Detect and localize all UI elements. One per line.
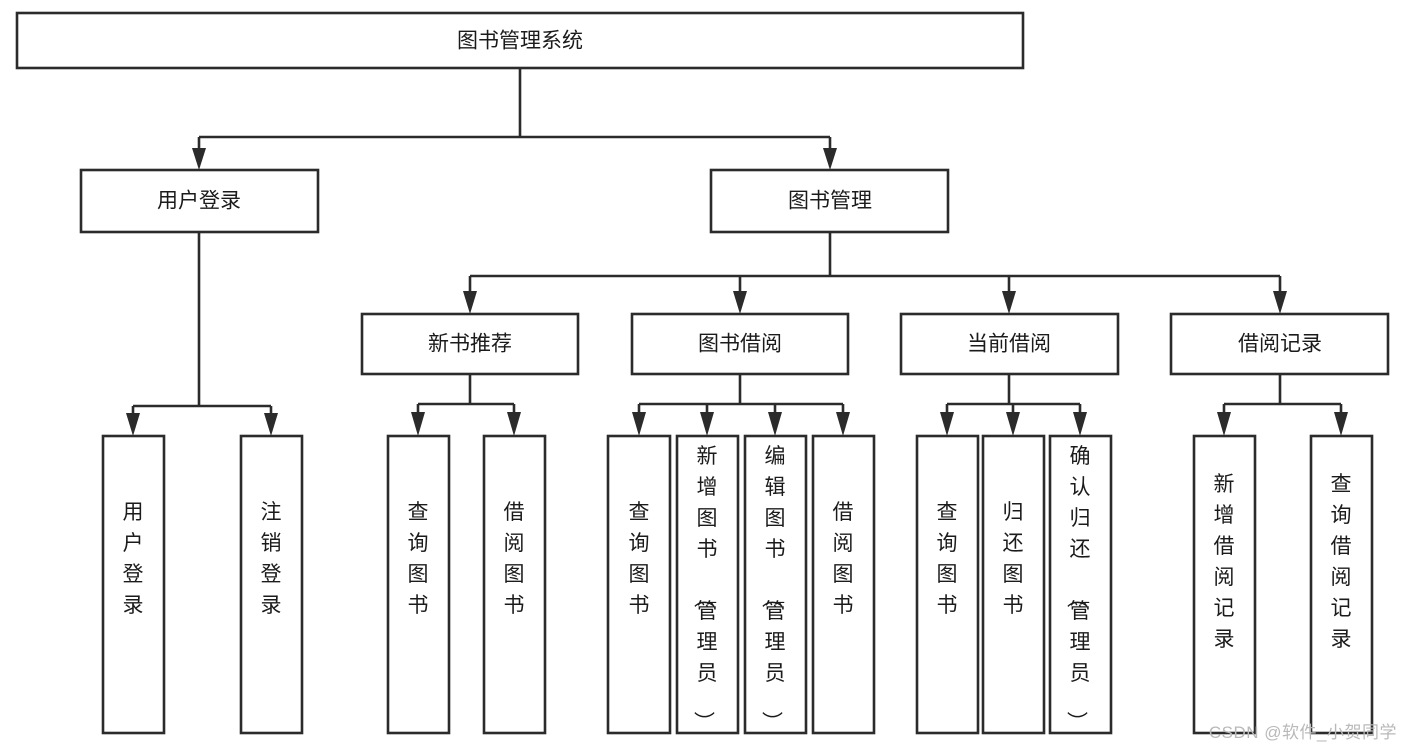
node-leaf-query-book-3-box[interactable]: [915, 434, 980, 735]
node-book-borrow-box[interactable]: [630, 312, 850, 376]
node-leaf-borrow-book-1-box[interactable]: [482, 434, 547, 735]
arrow-to-leaf-query-book-3: [940, 412, 954, 436]
arrow-to-leaf-edit-book-admin: [768, 412, 782, 436]
node-leaf-confirm-return-admin[interactable]: 确认归还（管理员）: [1048, 434, 1113, 735]
node-leaf-logout-login[interactable]: 注销登录: [239, 434, 304, 735]
node-leaf-edit-book-admin-label: 编辑图书（管理员）: [760, 445, 786, 732]
node-leaf-query-book-1[interactable]: 查询图书: [386, 434, 451, 735]
arrow-to-user-login: [192, 148, 206, 170]
node-book-admin[interactable]: 图书管理: [709, 168, 950, 234]
arrow-to-leaf-query-book-1: [411, 412, 425, 436]
node-new-book-rec[interactable]: 新书推荐: [360, 312, 580, 376]
arrow-to-leaf-confirm-return: [1073, 412, 1087, 436]
arrow-to-leaf-query-book-2: [632, 412, 646, 436]
node-leaf-query-book-2[interactable]: 查询图书: [606, 434, 672, 735]
node-user-login-box[interactable]: [79, 168, 320, 234]
arrow-to-book-borrow: [733, 291, 747, 314]
arrow-to-leaf-user-login: [126, 413, 140, 436]
node-current-borrow-label: 当前借阅: [967, 333, 1051, 356]
arrow-to-leaf-logout-login: [264, 413, 278, 436]
arrow-to-borrow-record: [1273, 291, 1287, 314]
arrow-to-leaf-borrow-book-2: [836, 412, 850, 436]
node-user-login[interactable]: 用户登录: [79, 168, 320, 234]
node-leaf-confirm-return-admin-label: 确认归还（管理员）: [1065, 445, 1091, 732]
node-root[interactable]: 图书管理系统: [15, 11, 1025, 70]
node-current-borrow-box[interactable]: [899, 312, 1120, 376]
node-leaf-borrow-book-2-label: 借阅图书: [833, 501, 854, 617]
node-leaf-user-login[interactable]: 用户登录: [101, 434, 166, 735]
node-leaf-add-borrow-record-box[interactable]: [1192, 434, 1257, 735]
node-leaf-borrow-book-1-label: 借阅图书: [504, 501, 525, 617]
node-leaf-query-book-3[interactable]: 查询图书: [915, 434, 980, 735]
arrow-to-new-book-rec: [463, 291, 477, 314]
arrow-to-book-admin: [823, 148, 837, 170]
node-root-label: 图书管理系统: [457, 30, 583, 53]
arrow-to-leaf-add-borrow-record: [1217, 412, 1231, 436]
arrow-to-leaf-borrow-book-1: [507, 412, 521, 436]
node-leaf-add-book-admin-label: 新增图书（管理员）: [692, 445, 718, 732]
node-leaf-add-borrow-record-label: 新增借阅记录: [1214, 473, 1235, 651]
arrow-to-leaf-return-book: [1006, 412, 1020, 436]
node-leaf-edit-book-admin[interactable]: 编辑图书（管理员）: [743, 434, 808, 735]
node-leaf-query-book-1-label: 查询图书: [408, 501, 429, 617]
node-new-book-rec-box[interactable]: [360, 312, 580, 376]
node-leaf-add-book-admin[interactable]: 新增图书（管理员）: [675, 434, 740, 735]
node-leaf-query-borrow-record-box[interactable]: [1309, 434, 1374, 735]
node-leaf-logout-login-label: 注销登录: [261, 501, 282, 617]
node-leaf-query-book-2-box[interactable]: [606, 434, 672, 735]
node-book-borrow-label: 图书借阅: [698, 333, 782, 356]
node-borrow-record-box[interactable]: [1169, 312, 1390, 376]
node-leaf-query-book-3-label: 查询图书: [937, 501, 958, 617]
connector-layer: [126, 68, 1348, 436]
node-leaf-return-book-box[interactable]: [981, 434, 1046, 735]
node-leaf-edit-book-admin-box[interactable]: [743, 434, 808, 735]
node-leaf-borrow-book-2-box[interactable]: [811, 434, 876, 735]
node-leaf-borrow-book-2[interactable]: 借阅图书: [811, 434, 876, 735]
node-book-admin-box[interactable]: [709, 168, 950, 234]
node-borrow-record-label: 借阅记录: [1238, 333, 1322, 356]
arrow-to-leaf-query-borrow-record: [1334, 412, 1348, 436]
node-leaf-query-book-1-box[interactable]: [386, 434, 451, 735]
node-leaf-user-login-box[interactable]: [101, 434, 166, 735]
node-borrow-record[interactable]: 借阅记录: [1169, 312, 1390, 376]
node-leaf-user-login-label: 用户登录: [123, 501, 144, 617]
node-leaf-return-book-label: 归还图书: [1003, 501, 1024, 617]
node-leaf-logout-login-box[interactable]: [239, 434, 304, 735]
node-book-borrow[interactable]: 图书借阅: [630, 312, 850, 376]
node-leaf-query-book-2-label: 查询图书: [629, 501, 650, 617]
node-current-borrow[interactable]: 当前借阅: [899, 312, 1120, 376]
node-new-book-rec-label: 新书推荐: [428, 333, 512, 356]
node-leaf-add-book-admin-box[interactable]: [675, 434, 740, 735]
arrow-to-leaf-add-book-admin: [700, 412, 714, 436]
node-leaf-add-borrow-record[interactable]: 新增借阅记录: [1192, 434, 1257, 735]
node-leaf-borrow-book-1[interactable]: 借阅图书: [482, 434, 547, 735]
node-leaf-query-borrow-record[interactable]: 查询借阅记录: [1309, 434, 1374, 735]
node-book-admin-label: 图书管理: [788, 190, 872, 213]
node-leaf-query-borrow-record-label: 查询借阅记录: [1331, 473, 1352, 651]
csdn-watermark: CSDN @软件_小贺同学: [1208, 723, 1397, 742]
node-leaf-return-book[interactable]: 归还图书: [981, 434, 1046, 735]
node-user-login-label: 用户登录: [157, 190, 241, 213]
node-leaf-confirm-return-admin-box[interactable]: [1048, 434, 1113, 735]
arrow-to-current-borrow: [1002, 291, 1016, 314]
node-root-box[interactable]: [15, 11, 1025, 70]
